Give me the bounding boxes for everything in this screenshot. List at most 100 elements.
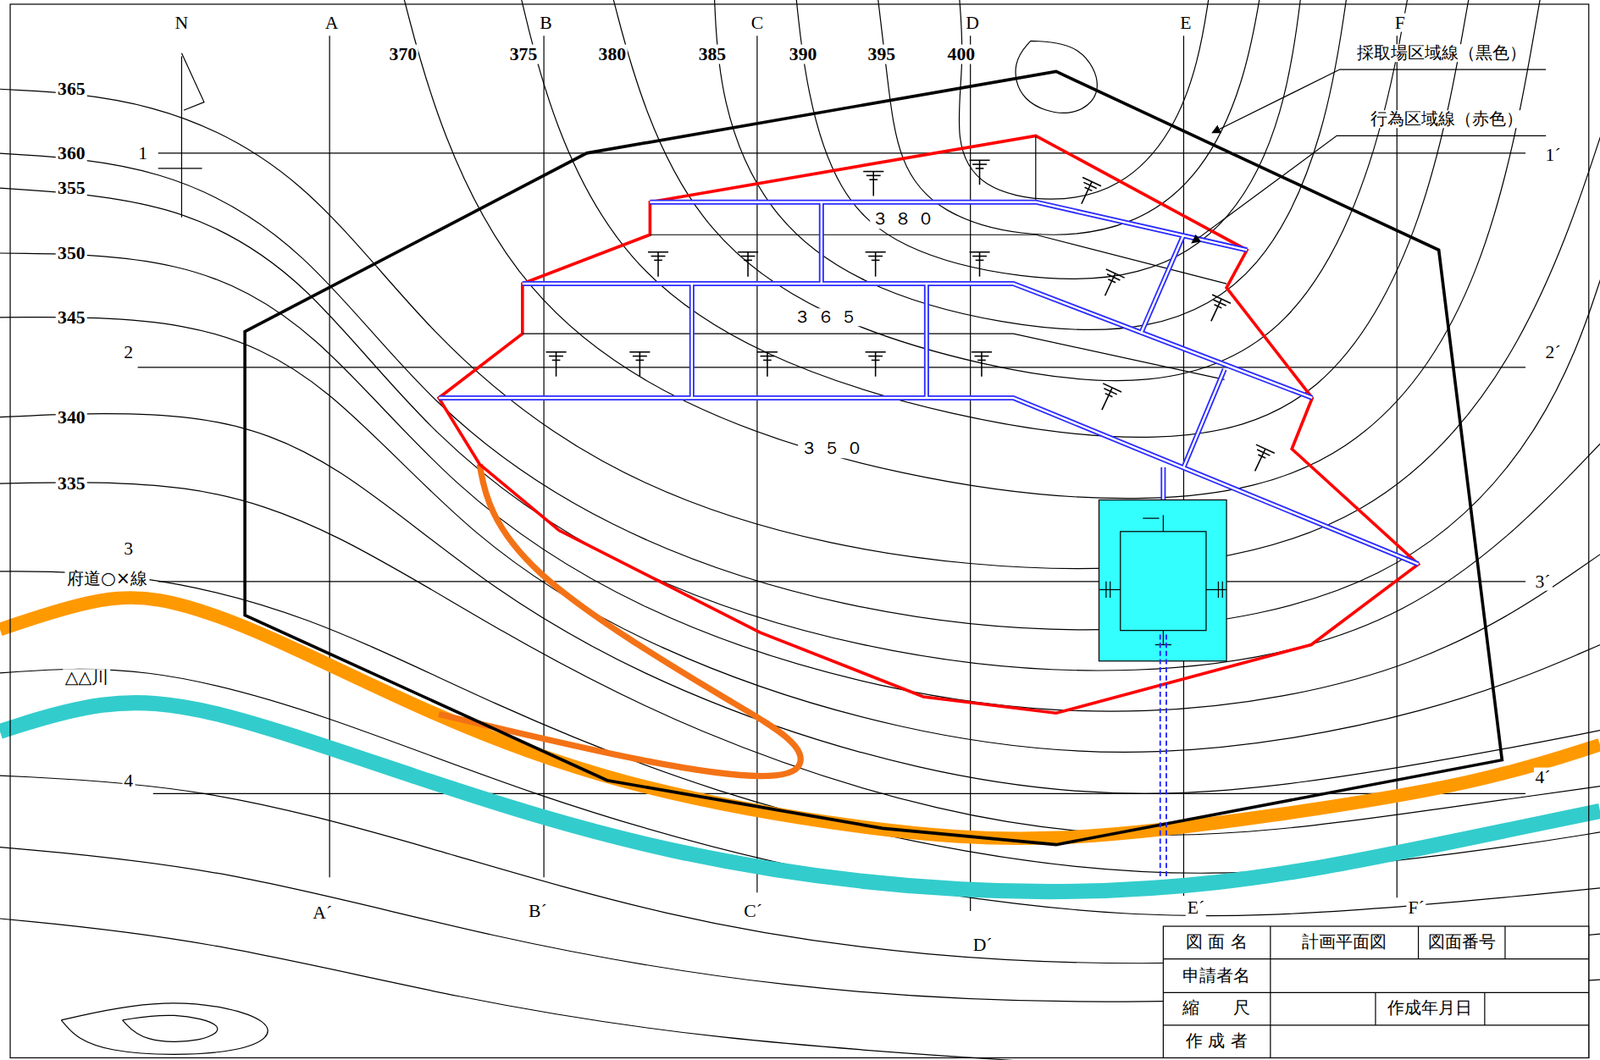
- section-letter: C: [749, 12, 765, 33]
- quarry-boundary: [244, 71, 1502, 845]
- section-number: 3´: [1533, 571, 1553, 592]
- pond-detail: [1105, 581, 1107, 598]
- slope-toe-line: [1035, 135, 1036, 202]
- bench-line: [924, 283, 930, 399]
- contour-line: [0, 669, 1600, 916]
- slope-toe-line: [649, 234, 1227, 284]
- contour-elevation: 340: [55, 407, 88, 427]
- slope-symbol: [737, 252, 759, 277]
- grid-line: [138, 366, 1526, 368]
- contour-line: [122, 1015, 218, 1042]
- section-number: 1: [136, 143, 150, 163]
- bench-line-gap: [1183, 369, 1224, 468]
- north-mark: N: [173, 12, 191, 33]
- contour-line: [0, 253, 1600, 712]
- benches: [438, 202, 1419, 565]
- slope-mark: [1140, 517, 1162, 520]
- title-block-rule: [1504, 926, 1506, 960]
- bench-line: [1183, 369, 1224, 468]
- section-letter: D: [963, 12, 981, 33]
- contour-line: [403, 0, 1541, 499]
- bench-elevation: ３８０: [869, 210, 943, 229]
- pond-detail: [1222, 581, 1224, 598]
- bench-line: [689, 283, 695, 399]
- slope-mark: [1255, 448, 1266, 471]
- slope-symbol: [1245, 444, 1275, 476]
- section-number: 1´: [1544, 145, 1563, 166]
- section-letter: F´: [1406, 898, 1427, 919]
- slope-symbol: [647, 252, 669, 277]
- slope-toe-line: [522, 333, 1225, 380]
- slope-symbol: [968, 252, 990, 277]
- bench-elevation: ３５０: [798, 439, 872, 459]
- grid-line: [969, 35, 971, 912]
- title-block-cell: 計画平面図: [1300, 933, 1389, 953]
- contour-elevation: 400: [946, 44, 978, 64]
- contour-line: [0, 317, 1600, 753]
- contour-elevation: 380: [597, 44, 629, 64]
- slope-mark: [657, 252, 659, 277]
- slope-symbol: [1201, 294, 1231, 326]
- section-letter: B´: [526, 901, 549, 921]
- bench-line-gap: [691, 283, 693, 399]
- contour-elevation: 350: [55, 243, 88, 263]
- pond-detail: [1206, 589, 1227, 591]
- slope-mark: [1081, 182, 1092, 205]
- contour-elevation: 335: [55, 474, 88, 494]
- slope-symbol: [863, 171, 884, 197]
- slope-mark: [747, 252, 749, 277]
- slope-symbol: [865, 252, 886, 277]
- bench-line: [522, 283, 1313, 399]
- bench-line-gap: [438, 398, 1419, 565]
- leader-line: [1212, 69, 1546, 133]
- slope-mark: [1211, 298, 1222, 322]
- title-block-cell: 申請者名: [1180, 967, 1252, 986]
- contour-elevation: 375: [508, 44, 540, 64]
- contour-line: [60, 1003, 268, 1055]
- contour-elevation: 395: [866, 44, 898, 64]
- slope-mark: [979, 252, 981, 277]
- section-letter: C´: [741, 901, 765, 921]
- bench-line-gap: [925, 283, 928, 399]
- slope-mark: [874, 252, 877, 277]
- leader-line: [1191, 135, 1546, 243]
- title-block-ground: [1162, 926, 1589, 1058]
- title-block-rule: [1269, 926, 1271, 1058]
- pond-basin: [1120, 531, 1207, 632]
- section-letter: D´: [971, 935, 995, 955]
- grid-line: [158, 581, 1526, 582]
- contour-line: [0, 918, 1021, 1060]
- river-and-road: [0, 464, 1600, 892]
- grid-line: [756, 35, 758, 893]
- slope-mark: [639, 352, 642, 377]
- title-block-rule: [1417, 926, 1419, 960]
- contour-elevation: 365: [55, 78, 88, 99]
- section-letter: E´: [1185, 898, 1207, 919]
- pond-detail: [1109, 581, 1111, 598]
- slope-mark: [1101, 387, 1113, 410]
- grid-line: [158, 167, 203, 169]
- slope-symbol: [1092, 383, 1122, 415]
- section-number: 3: [121, 539, 135, 560]
- contour-line: [877, 0, 1261, 235]
- title-block-rule: [1483, 992, 1485, 1026]
- bench-line-gap: [1140, 234, 1185, 334]
- frame-and-title-block: [10, 4, 1589, 1058]
- slope-symbol: [865, 352, 886, 377]
- contour-line: [714, 0, 1347, 330]
- grid-line: [158, 152, 1526, 154]
- pond-detail: [1217, 581, 1219, 598]
- slope-symbol: [546, 352, 567, 377]
- grid-line: [1396, 35, 1398, 898]
- pond-detail: [1162, 515, 1164, 532]
- pond-detail: [1162, 631, 1164, 646]
- legend-callout: 採取場区域線（黒色）: [1355, 44, 1529, 63]
- contour-line: [0, 188, 1600, 671]
- boundaries: [244, 71, 1502, 845]
- slope-symbol: [629, 352, 650, 377]
- road-name: 府道○×線: [65, 570, 150, 590]
- settling-pond: [1098, 499, 1227, 880]
- contour-line: [0, 153, 1600, 631]
